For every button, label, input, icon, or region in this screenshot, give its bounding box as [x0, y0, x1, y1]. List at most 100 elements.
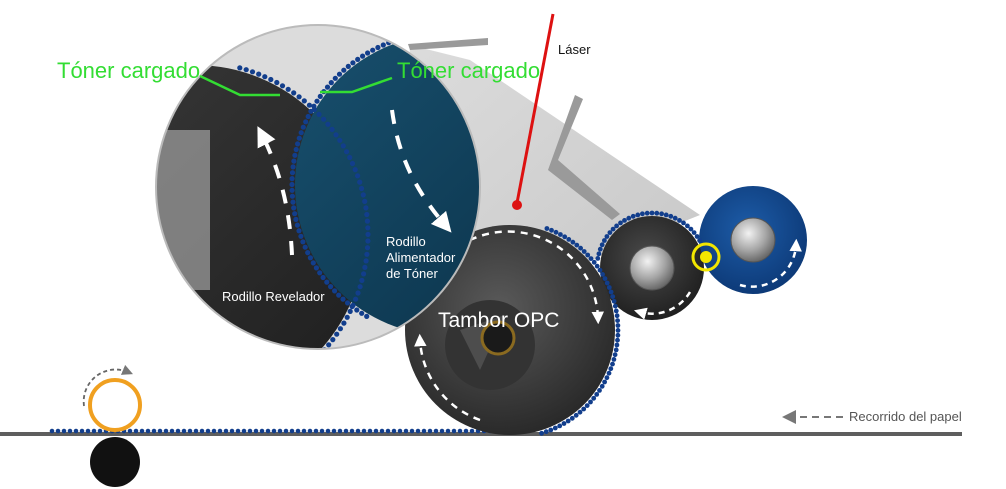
toner-dot: [67, 428, 73, 434]
toner-dot: [614, 342, 620, 348]
toner-dot: [187, 428, 193, 434]
toner-dot: [331, 428, 337, 434]
toner-dot: [600, 272, 605, 277]
toner-dot: [615, 332, 621, 338]
toner-dot: [298, 130, 304, 136]
toner-dot: [332, 288, 338, 294]
toner-dot: [49, 428, 55, 434]
toner-dot: [584, 403, 590, 408]
toner-dot: [565, 418, 571, 424]
toner-dot: [615, 328, 621, 333]
toner-dot: [340, 296, 346, 302]
toner-dot: [363, 258, 369, 264]
toner-dot: [379, 428, 385, 434]
toner-dot: [353, 296, 359, 302]
toner-dot: [127, 428, 133, 434]
toner-dot: [344, 300, 351, 306]
toner-dot: [289, 176, 295, 182]
toner-dot: [562, 234, 568, 240]
toner-dot: [303, 366, 308, 371]
toner-dot: [365, 238, 371, 244]
paper-pressure-roller: [90, 437, 140, 487]
toner-dot: [337, 137, 343, 143]
toner-dot: [300, 124, 306, 130]
toner-dot: [694, 234, 700, 239]
toner-dot: [539, 430, 544, 436]
toner-dot: [313, 265, 319, 271]
toner-dot: [697, 238, 702, 243]
toner-dot: [364, 251, 370, 257]
toner-dot: [253, 428, 259, 434]
laser-point: [512, 200, 522, 210]
toner-dot: [361, 428, 367, 434]
toner-dot: [581, 406, 587, 412]
toner-dot: [281, 381, 286, 386]
metal-rod-right: [548, 95, 620, 220]
toner-dot: [193, 428, 199, 434]
toner-dot: [325, 428, 331, 434]
feed-roller-label-1: Rodillo: [386, 234, 426, 249]
toner-dot: [55, 428, 61, 434]
toner-dot: [415, 428, 421, 434]
toner-dot: [289, 170, 296, 176]
toner-dot: [290, 199, 296, 205]
toner-dot: [350, 60, 356, 66]
toner-dot: [602, 276, 608, 281]
toner-dot: [328, 284, 334, 290]
toner-dot: [295, 141, 301, 147]
toner-dot: [292, 374, 297, 379]
toner-dot: [279, 83, 286, 89]
toner-dot: [283, 428, 289, 434]
toner-dot: [229, 428, 235, 434]
toner-dot: [367, 428, 373, 434]
toner-dot: [588, 399, 593, 405]
toner-dot: [79, 428, 85, 434]
toner-dot: [298, 370, 303, 375]
toner-dot: [289, 181, 295, 188]
toner-dot: [357, 284, 363, 290]
contact-point: [700, 251, 712, 263]
toner-dot: [139, 428, 145, 434]
toner-dot: [594, 392, 600, 397]
toner-dot: [163, 428, 169, 434]
contact-point-ring: [691, 242, 721, 272]
feed-roller-label-3: de Tóner: [386, 266, 438, 281]
opc-drum-label: Tambor OPC: [438, 309, 559, 332]
toner-dot: [361, 271, 367, 277]
toner-dot: [602, 238, 607, 243]
toner-dot: [359, 185, 365, 192]
toner-dot: [249, 69, 256, 75]
toner-dot: [316, 111, 322, 117]
toner-dot: [611, 298, 617, 304]
toner-dot: [644, 210, 650, 216]
toner-dot: [608, 366, 614, 372]
toner-dot: [668, 213, 674, 219]
toner-dot: [597, 246, 603, 252]
toner-dot: [341, 320, 347, 326]
toner-dot: [285, 86, 291, 92]
toner-dot: [610, 294, 616, 299]
toner-dot: [321, 116, 327, 122]
feed-roller-label-2: Alimentador: [386, 250, 456, 265]
toner-dot: [573, 412, 579, 418]
toner-dot: [237, 65, 243, 71]
toner-dot: [73, 428, 79, 434]
toner-dot: [357, 179, 363, 185]
toner-dot: [354, 307, 360, 313]
toner-dot: [654, 210, 660, 216]
toner-dot: [290, 164, 296, 170]
toner-dot: [557, 423, 563, 429]
toner-dot: [349, 303, 355, 310]
toner-dot: [364, 313, 370, 319]
toner-dot: [608, 289, 614, 295]
toner-dot: [340, 143, 346, 149]
toner-dot: [314, 98, 320, 104]
toner-dot: [217, 428, 223, 434]
toner-dot: [391, 428, 397, 434]
toner-dot: [343, 428, 349, 434]
toner-label-right: Tóner cargado: [397, 58, 540, 83]
transfer-roller-hub: [730, 217, 776, 263]
toner-dot: [181, 428, 187, 434]
toner-dot: [362, 198, 368, 204]
